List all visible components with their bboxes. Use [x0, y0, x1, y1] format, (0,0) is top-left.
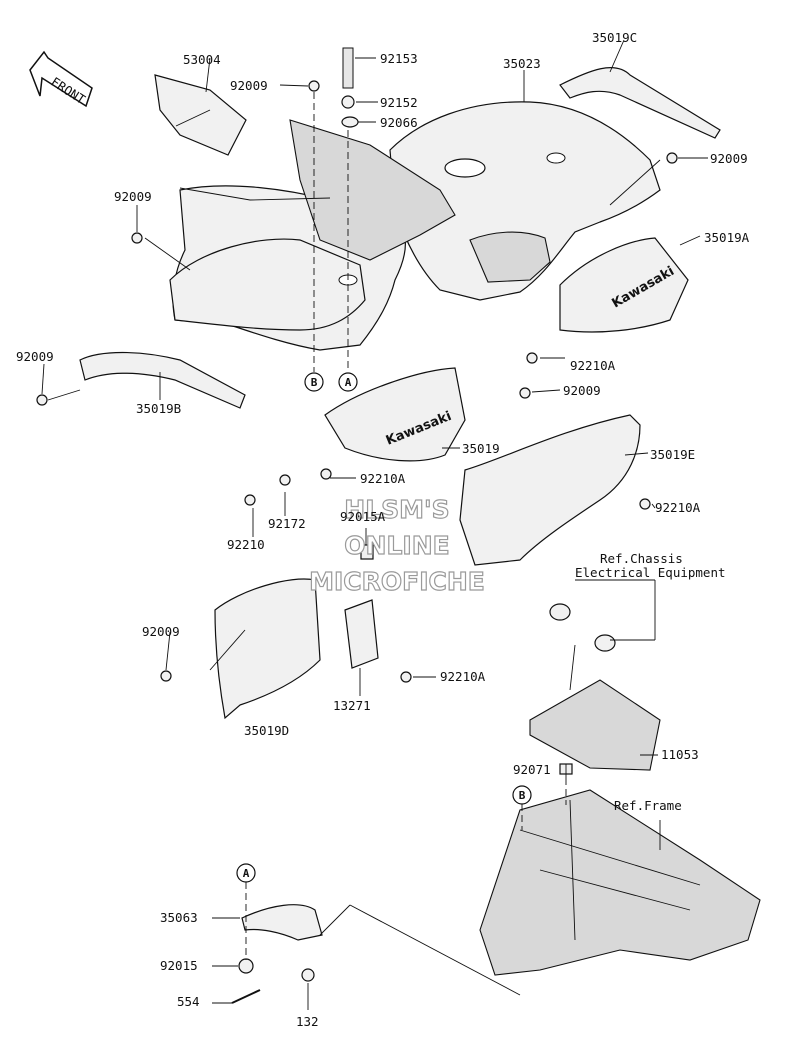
ref-chassis-line2: Electrical Equipment — [575, 565, 726, 580]
callout-92153: 92153 — [380, 51, 418, 66]
marker-a-top: A — [338, 372, 358, 392]
callout-92015: 92015 — [160, 958, 198, 973]
callout-35019: 35019 — [462, 441, 500, 456]
callout-554: 554 — [177, 994, 200, 1009]
bolt-132-icon — [301, 968, 315, 982]
screw-92172-icon — [279, 474, 291, 486]
bracket-35063 — [241, 904, 323, 941]
callout-132: 132 — [296, 1014, 319, 1029]
callout-92152: 92152 — [380, 95, 418, 110]
callout-92210a-4: 92210A — [440, 669, 486, 684]
callout-92009-mid: 92009 — [563, 383, 601, 398]
callout-35019c: 35019C — [592, 30, 637, 45]
screw-92009-right-icon — [666, 152, 678, 164]
nut-92152-icon — [341, 95, 355, 109]
marker-b-top: B — [304, 372, 324, 392]
decal-53004 — [154, 74, 247, 156]
callout-92071: 92071 — [513, 762, 551, 777]
callout-92210a-1: 92210A — [570, 358, 616, 373]
callout-92009-top: 92009 — [230, 78, 268, 93]
marker-b-frame-label: B — [519, 789, 526, 802]
bolt-92153-icon — [342, 47, 354, 89]
callout-11053: 11053 — [661, 747, 699, 762]
callout-92009-low: 92009 — [142, 624, 180, 639]
ref-chassis-line1: Ref.Chassis — [600, 551, 683, 566]
callout-53004: 53004 — [183, 52, 221, 67]
frame-assembly — [479, 789, 761, 976]
callout-92172: 92172 — [268, 516, 306, 531]
watermark-line-3: MICROFICHE — [309, 567, 485, 596]
callout-92009-far-left: 92009 — [16, 349, 54, 364]
trim-35019b — [79, 351, 246, 409]
callout-35019d: 35019D — [244, 723, 289, 738]
callout-92009-right: 92009 — [710, 151, 748, 166]
bracket-13271 — [344, 599, 379, 669]
callout-92009-left: 92009 — [114, 189, 152, 204]
grommet-92210a-2-icon — [320, 468, 332, 480]
marker-b-frame: B — [512, 785, 532, 805]
screw-92009-far-left-icon — [36, 394, 48, 406]
screw-92009-low-icon — [160, 670, 172, 682]
ref-frame: Ref.Frame — [614, 798, 682, 813]
screw-92009-top-icon — [308, 80, 320, 92]
clip-92015a-icon — [360, 544, 374, 560]
watermark-line-2: ONLINE — [344, 531, 449, 560]
tray-11053 — [529, 679, 661, 771]
watermark-line-1: HLSM'S — [344, 495, 449, 524]
washer-92066-icon — [341, 116, 359, 128]
marker-a-top-label: A — [345, 376, 352, 389]
marker-b-top-label: B — [311, 376, 318, 389]
marker-a-bottom-label: A — [243, 867, 250, 880]
rear-fender-35023 — [389, 101, 661, 301]
callout-92210: 92210 — [227, 537, 265, 552]
panel-35019e — [459, 414, 641, 566]
pin-554-icon — [231, 989, 261, 1004]
callout-92066: 92066 — [380, 115, 418, 130]
callout-35019e: 35019E — [650, 447, 695, 462]
marker-a-bottom: A — [236, 863, 256, 883]
callout-35023: 35023 — [503, 56, 541, 71]
callout-35019b: 35019B — [136, 401, 181, 416]
side-cover-35019a — [559, 237, 689, 333]
watermark: HLSM'S ONLINE MICROFICHE — [309, 494, 486, 596]
callout-92015a: 92015A — [340, 509, 386, 524]
callout-35063: 35063 — [160, 910, 198, 925]
grommet-92210a-4-icon — [400, 671, 412, 683]
panel-35019d — [214, 578, 321, 720]
callout-35019a: 35019A — [704, 230, 750, 245]
trim-35019c — [559, 67, 721, 139]
grommet-92210a-1-icon — [526, 352, 538, 364]
side-cover-35019 — [324, 367, 466, 462]
screw-92009-mid-icon — [519, 387, 531, 399]
callout-92210a-3: 92210A — [655, 500, 701, 515]
front-arrow-icon: FRONT — [29, 50, 93, 107]
bolt-92210-icon — [244, 494, 256, 506]
callout-13271: 13271 — [333, 698, 371, 713]
grommet-92210a-3-icon — [639, 498, 651, 510]
screw-92009-left-icon — [131, 232, 143, 244]
center-panel — [289, 119, 456, 261]
nut-92015-icon — [238, 958, 254, 974]
callout-92210a-2: 92210A — [360, 471, 406, 486]
